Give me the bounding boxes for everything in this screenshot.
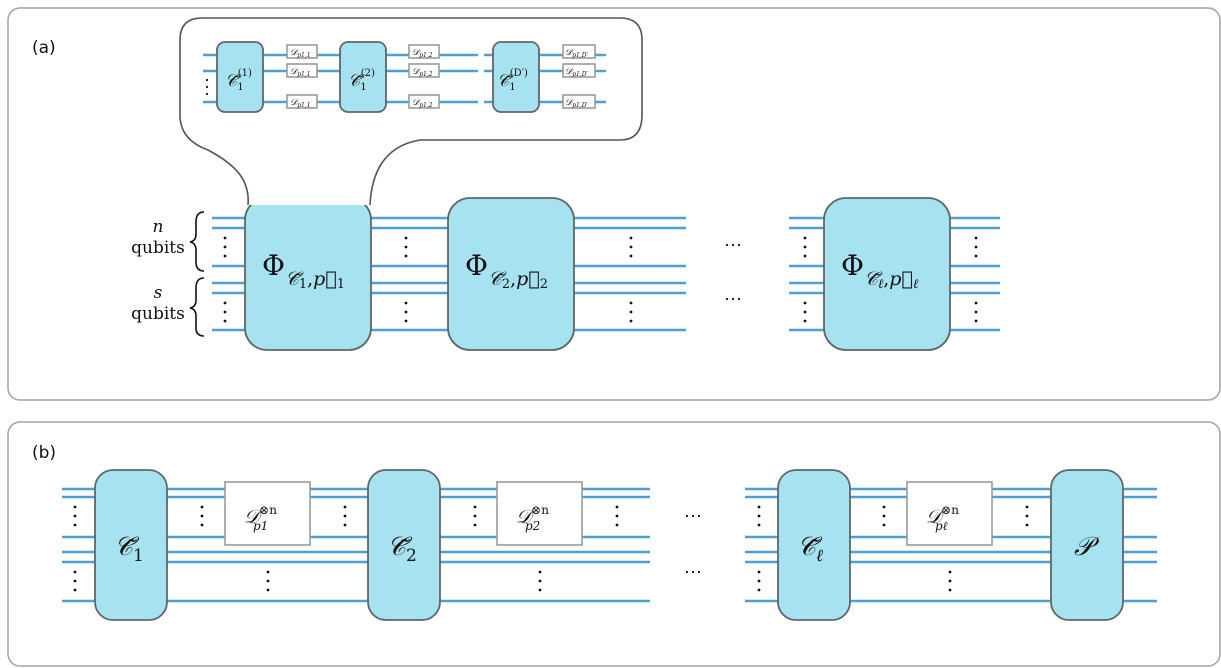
phi-gate-1-phi: Φ (262, 249, 285, 282)
svg-text:𝒟p1,D′: 𝒟p1,D′ (565, 98, 589, 109)
panel-b-ellipsis-bottom: ⋯ (684, 562, 702, 583)
panel-b-vdots (73, 505, 1029, 592)
register-n-brace (189, 211, 205, 272)
svg-text:𝒟⊗np2: 𝒟⊗np2 (516, 503, 549, 533)
svg-text:𝒞̃1(1): 𝒞̃1(1) (225, 68, 252, 93)
panel-a-ellipsis-bottom: ⋯ (724, 289, 742, 310)
svg-text:𝒞̃1(2): 𝒞̃1(2) (348, 68, 375, 93)
inset-callout: 𝒞̃1(1) 𝒞̃1(2) 𝒞̃1(D′) 𝒟p1,1 𝒟p1,1 𝒟p1,1 … (179, 17, 643, 206)
inset-gate-2: 𝒞̃1(2) (339, 41, 387, 113)
panel-b-ellipsis-top: ⋯ (684, 506, 702, 527)
register-n-label: qubits (131, 238, 185, 258)
phi-gate-2-phi: Φ (465, 249, 488, 282)
phi-gate-2: Φ𝒞̃2,p⃗2 (447, 197, 575, 351)
panel-b-frame (7, 421, 1221, 667)
inset-noise-col-2: 𝒟p1,2 𝒟p1,2 𝒟p1,2 (408, 44, 440, 109)
svg-text:𝒟p1,1: 𝒟p1,1 (290, 48, 311, 59)
gate-c2: 𝒞̃2 (367, 469, 441, 621)
phi-gate-l: Φ𝒞̃ℓ,p⃗ℓ (823, 197, 951, 351)
svg-text:𝒟⊗npℓ: 𝒟⊗npℓ (926, 503, 959, 533)
inset-gate-1: 𝒞̃1(1) (216, 41, 264, 113)
svg-text:Φ𝒞̃2,p⃗2: Φ𝒞̃2,p⃗2 (465, 249, 548, 292)
gate-c1: 𝒞̃1 (94, 469, 168, 621)
register-s-symbol: s (154, 283, 163, 303)
svg-text:𝒟p1,D′: 𝒟p1,D′ (565, 67, 589, 78)
gate-cl: 𝒞̃ℓ (777, 469, 851, 621)
inset-gate-dprime: 𝒞̃1(D′) (492, 41, 540, 113)
svg-text:𝒞̃1(D′): 𝒞̃1(D′) (497, 68, 528, 93)
svg-text:𝒟p1,1: 𝒟p1,1 (290, 67, 311, 78)
svg-text:𝒟p1,2: 𝒟p1,2 (412, 48, 433, 59)
register-s-label: qubits (131, 304, 185, 324)
register-n-symbol: n (153, 217, 164, 237)
panel-a-ellipsis-top: ⋯ (724, 235, 742, 256)
svg-text:𝒟p1,D′: 𝒟p1,D′ (565, 48, 589, 59)
svg-text:𝒟⊗np1: 𝒟⊗np1 (244, 503, 277, 533)
panel-b-label: (b) (32, 443, 56, 463)
phi-gate-l-phi: Φ (841, 249, 864, 282)
svg-text:𝒟p1,2: 𝒟p1,2 (412, 98, 433, 109)
register-s-brace (189, 277, 205, 337)
phi-gate-1: Φ𝒞̃1,p⃗1 (244, 197, 372, 351)
svg-text:𝒟p1,2: 𝒟p1,2 (412, 67, 433, 78)
panel-a-label: (a) (32, 38, 56, 58)
gate-p: 𝒫 (1050, 469, 1124, 621)
panel-a-vdots (223, 236, 978, 323)
svg-text:𝒟p1,1: 𝒟p1,1 (290, 98, 311, 109)
inset-noise-col-dprime: 𝒟p1,D′ 𝒟p1,D′ 𝒟p1,D′ (562, 44, 596, 109)
inset-noise-col-1: 𝒟p1,1 𝒟p1,1 𝒟p1,1 (286, 44, 318, 109)
